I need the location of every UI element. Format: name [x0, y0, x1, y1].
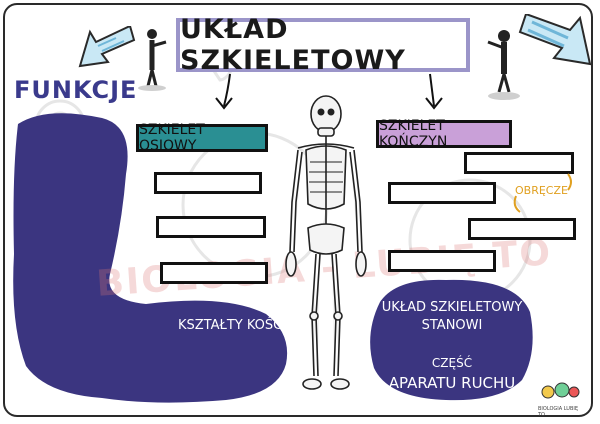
skeleton-illustration [285, 95, 367, 390]
answer-box-right-2[interactable] [388, 182, 496, 204]
right-blob-line2: STANOWI [421, 318, 483, 333]
page-title: UKŁAD SZKIELETOWY [180, 14, 406, 76]
logo-text: BIOLOGIA LUBIĘ TO [538, 406, 579, 418]
arrow-left-icon [78, 26, 136, 68]
right-blob [370, 279, 533, 401]
right-blob-line3: CZĘŚĆ [431, 356, 473, 370]
answer-box-right-1[interactable] [464, 152, 574, 174]
answer-box-left-2[interactable] [156, 216, 266, 238]
answer-box-right-3[interactable] [468, 218, 576, 240]
answer-box-right-4[interactable] [388, 250, 496, 272]
page-frame [3, 3, 593, 417]
title-box: UKŁAD SZKIELETOWY [176, 14, 470, 76]
answer-box-left-1[interactable] [154, 172, 262, 194]
right-blob-line1: UKŁAD SZKIELETOWY [381, 300, 523, 315]
stick-figure-right-icon [487, 30, 520, 100]
right-blob-line4: APARATU RUCHU [388, 374, 516, 392]
logo: BIOLOGIA LUBIĘ TO [538, 380, 582, 418]
axial-skeleton-label: SZKIELET OSIOWY [136, 122, 268, 154]
arrow-right-icon [518, 14, 592, 66]
limb-skeleton-label: SZKIELET KOŃCZYN [376, 118, 512, 150]
logo-icon [541, 382, 580, 399]
left-blob [13, 113, 288, 403]
girdles-brackets [513, 173, 572, 213]
title-arrows [215, 73, 443, 110]
stick-figure-left-icon [138, 29, 167, 91]
girdles-annotation: OBRĘCZE [515, 184, 568, 197]
bone-shapes-text: KSZTAŁTY KOŚCI: [178, 318, 291, 333]
answer-box-left-3[interactable] [160, 262, 268, 284]
funkcje-heading: FUNKCJE [14, 76, 138, 104]
